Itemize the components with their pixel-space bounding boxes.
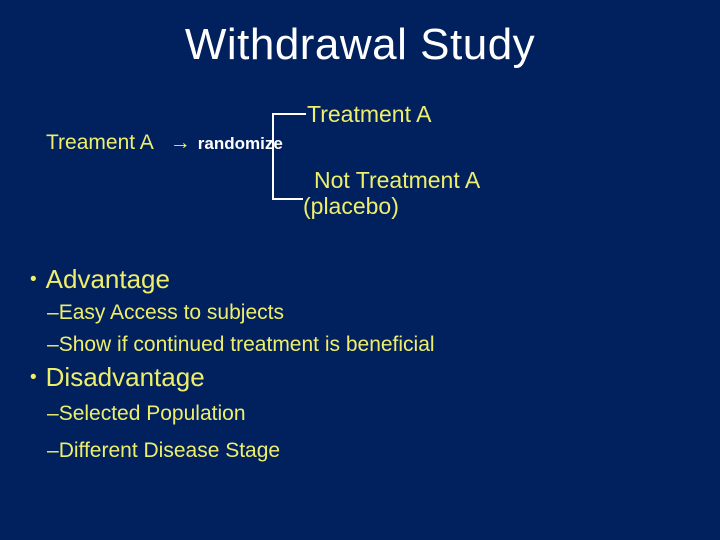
randomize-label: randomize xyxy=(197,134,283,153)
bracket-bottom-branch-line xyxy=(272,198,303,200)
bullet-advantage: • Advantage xyxy=(30,264,170,295)
slide-title: Withdrawal Study xyxy=(184,20,536,69)
bullet-icon: • xyxy=(30,367,37,388)
sub-bullet-show-beneficial-label: Show if continued treatment is beneficia… xyxy=(58,333,435,356)
randomization-row: Treament A → randomize xyxy=(46,130,283,155)
branch-treatment-a-label: Treatment A xyxy=(307,101,432,127)
sub-bullet-different-disease-stage-label: Different Disease Stage xyxy=(58,439,281,462)
branch-placebo-line2: (placebo) xyxy=(303,193,399,219)
sub-bullet-show-beneficial: –Show if continued treatment is benefici… xyxy=(47,332,435,357)
bullet-advantage-label: Advantage xyxy=(45,264,170,294)
sub-bullet-selected-population-label: Selected Population xyxy=(58,402,246,425)
right-arrow-icon: → xyxy=(169,131,191,154)
treament-a-label: Treament A xyxy=(46,131,154,154)
sub-bullet-easy-access-label: Easy Access to subjects xyxy=(58,301,284,324)
dash-icon: – xyxy=(47,333,59,356)
dash-icon: – xyxy=(47,402,59,425)
bullet-disadvantage: • Disadvantage xyxy=(30,362,205,393)
bracket-top-branch-line xyxy=(272,113,306,115)
branch-not-treatment-a-label: Not Treatment A (placebo) xyxy=(303,167,480,219)
bracket-vertical-line xyxy=(272,113,274,200)
branch-not-treatment-a-line1: Not Treatment A xyxy=(314,167,481,193)
bullet-icon: • xyxy=(30,269,37,290)
dash-icon: – xyxy=(47,439,59,462)
bullet-disadvantage-label: Disadvantage xyxy=(45,362,205,392)
sub-bullet-easy-access: –Easy Access to subjects xyxy=(47,300,284,325)
sub-bullet-selected-population: –Selected Population xyxy=(47,401,246,426)
sub-bullet-different-disease-stage: –Different Disease Stage xyxy=(47,438,280,463)
dash-icon: – xyxy=(47,301,59,324)
